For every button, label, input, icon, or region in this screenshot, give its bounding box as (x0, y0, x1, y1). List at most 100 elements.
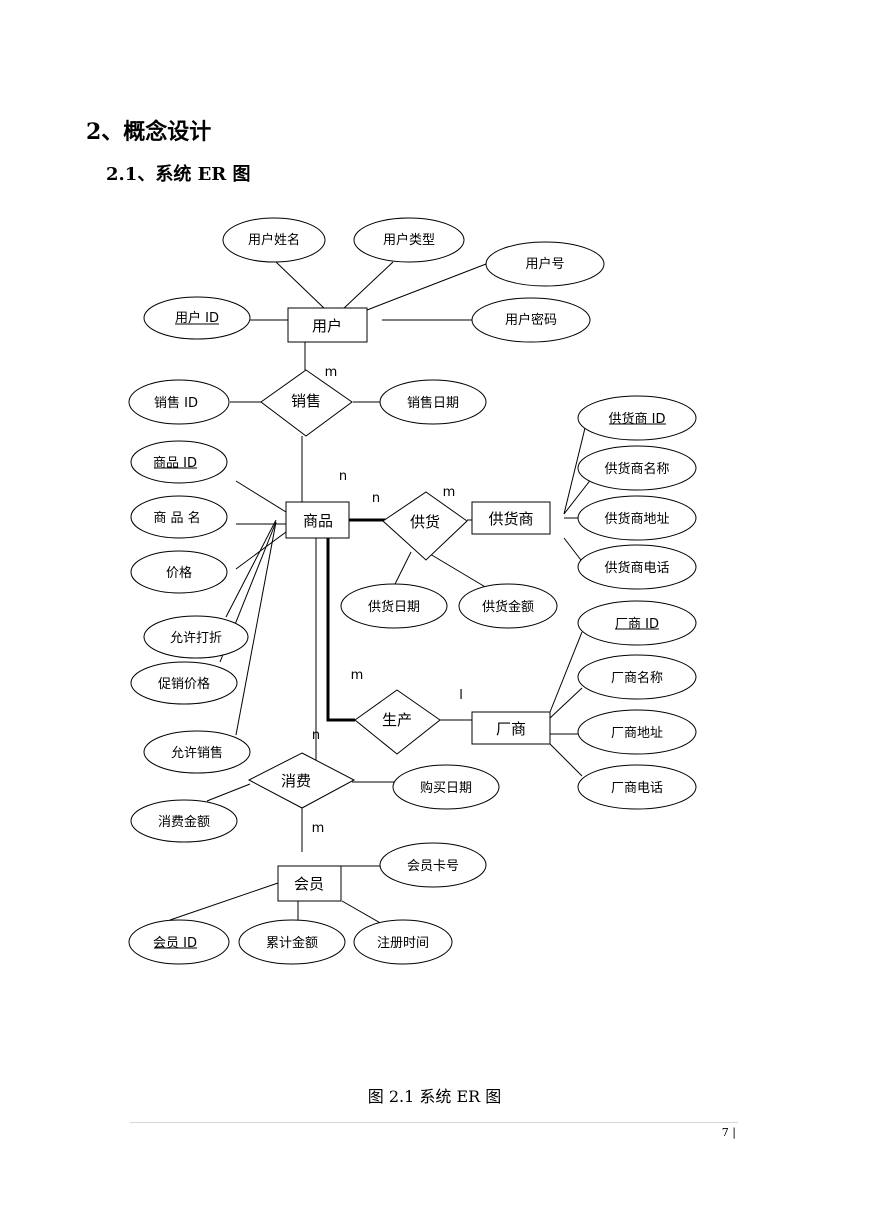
attr-goods-name (130, 495, 228, 539)
label-allow-discount: 允许打折 (170, 630, 222, 646)
label-user-password: 用户密码 (505, 312, 557, 328)
attr-manufacturer-id (577, 600, 697, 646)
attr-consume-amount (130, 799, 238, 843)
label-register-time: 注册时间 (377, 936, 429, 951)
label-supplier-name: 供货商名称 (604, 461, 669, 477)
entity-labels: 用户 商品 供货商 厂商 会员 (294, 317, 534, 893)
label-allow-sale: 允许销售 (171, 745, 223, 761)
attr-manufacturer-phone (577, 764, 697, 810)
rel-consume (247, 752, 356, 809)
label-member-card: 会员卡号 (407, 859, 459, 874)
attr-price (130, 550, 228, 594)
total-participation-lines (326, 518, 386, 722)
attr-member-id (128, 919, 230, 965)
label-rel-consume: 消费 (281, 772, 311, 790)
attr-allow-sale (143, 730, 251, 774)
card-consume-goods: n (312, 728, 320, 743)
label-consume-amount: 消费金额 (158, 814, 210, 830)
attr-user-name (222, 217, 326, 263)
attr-total-amount (238, 919, 346, 965)
label-sale-date: 销售日期 (407, 395, 459, 411)
label-entity-goods: 商品 (303, 512, 333, 530)
card-produce-goods: m (351, 668, 364, 683)
footer-divider (130, 1122, 738, 1123)
figure-caption: 图 2.1 系统 ER 图 (367, 1087, 502, 1106)
label-supplier-phone: 供货商电话 (604, 560, 669, 576)
label-user-no: 用户号 (525, 256, 564, 272)
label-rel-supply: 供货 (410, 513, 440, 531)
attr-purchase-date (392, 764, 500, 810)
label-goods-name: 商 品 名 (153, 510, 200, 526)
attr-goods-id (130, 440, 228, 484)
label-user-type: 用户类型 (383, 232, 435, 248)
attr-supplier-phone (577, 544, 697, 590)
attr-supplier-id (577, 395, 697, 441)
label-rel-produce: 生产 (382, 711, 412, 729)
entity-member (277, 865, 342, 902)
label-promo-price: 促销价格 (158, 676, 210, 692)
attribute-ellipses (128, 217, 697, 965)
attr-user-password (471, 297, 591, 343)
attr-member-card (379, 842, 487, 888)
entity-user (287, 307, 368, 343)
label-member-id: 会员 ID (153, 936, 197, 951)
label-total-amount: 累计金额 (266, 935, 318, 951)
relationship-diamonds (247, 369, 468, 809)
connector-lines (169, 261, 593, 925)
card-sale-goods: n (339, 469, 347, 484)
section-heading: 2、概念设计 (86, 119, 212, 145)
label-supply-date: 供货日期 (368, 599, 420, 615)
page-number: 7 | (721, 1126, 736, 1139)
label-price: 价格 (166, 565, 192, 581)
label-user-name: 用户姓名 (248, 232, 300, 248)
rel-sale (260, 369, 353, 437)
entity-goods (285, 501, 350, 539)
label-manufacturer-address: 厂商地址 (611, 726, 663, 741)
label-user-id: 用户 ID (175, 310, 219, 326)
attr-supplier-name (577, 445, 697, 491)
attr-user-id (143, 296, 251, 340)
label-supplier-id: 供货商 ID (609, 411, 666, 427)
attribute-labels: 用户姓名 用户类型 用户号 用户 ID 用户密码 销售 ID 销售日期 商品 I… (153, 232, 670, 951)
entity-boxes (277, 307, 551, 902)
label-goods-id: 商品 ID (153, 456, 197, 471)
attr-promo-price (130, 661, 238, 705)
attr-manufacturer-address (577, 709, 697, 755)
entity-supplier (471, 501, 551, 535)
label-manufacturer-name: 厂商名称 (611, 670, 663, 686)
attr-register-time (353, 919, 453, 965)
attr-user-no (485, 241, 605, 287)
attr-manufacturer-name (577, 654, 697, 700)
attr-supply-date (340, 583, 448, 629)
label-sale-id: 销售 ID (154, 395, 198, 411)
entity-manufacturer (471, 711, 551, 745)
label-manufacturer-id: 厂商 ID (615, 617, 659, 632)
card-supply-supplier: m (443, 485, 456, 500)
card-sale-user: m (325, 365, 338, 380)
attr-supplier-address (577, 495, 697, 541)
attr-supply-amount (458, 583, 558, 629)
card-supply-goods: n (372, 491, 380, 506)
rel-supply (382, 491, 468, 561)
subsection-heading: 2.1、系统 ER 图 (106, 164, 251, 185)
card-consume-member: m (312, 821, 325, 836)
attr-user-type (353, 217, 465, 263)
label-rel-sale: 销售 (291, 392, 321, 410)
label-supplier-address: 供货商地址 (604, 511, 669, 527)
label-entity-member: 会员 (294, 875, 324, 893)
label-supply-amount: 供货金额 (482, 599, 534, 615)
cardinality-labels: m n n m m l n m (312, 365, 463, 836)
key-underlines (154, 323, 666, 949)
label-purchase-date: 购买日期 (420, 780, 472, 796)
relationship-labels: 销售 供货 生产 消费 (281, 392, 440, 790)
rel-produce (354, 689, 441, 755)
label-entity-manufacturer: 厂商 (496, 720, 526, 738)
attr-allow-discount (143, 615, 249, 659)
label-manufacturer-phone: 厂商电话 (611, 781, 663, 796)
attr-sale-id (128, 379, 230, 425)
label-entity-user: 用户 (312, 317, 342, 335)
attr-sale-date (379, 379, 487, 425)
card-produce-manufacturer: l (459, 688, 463, 703)
label-entity-supplier: 供货商 (488, 510, 533, 528)
